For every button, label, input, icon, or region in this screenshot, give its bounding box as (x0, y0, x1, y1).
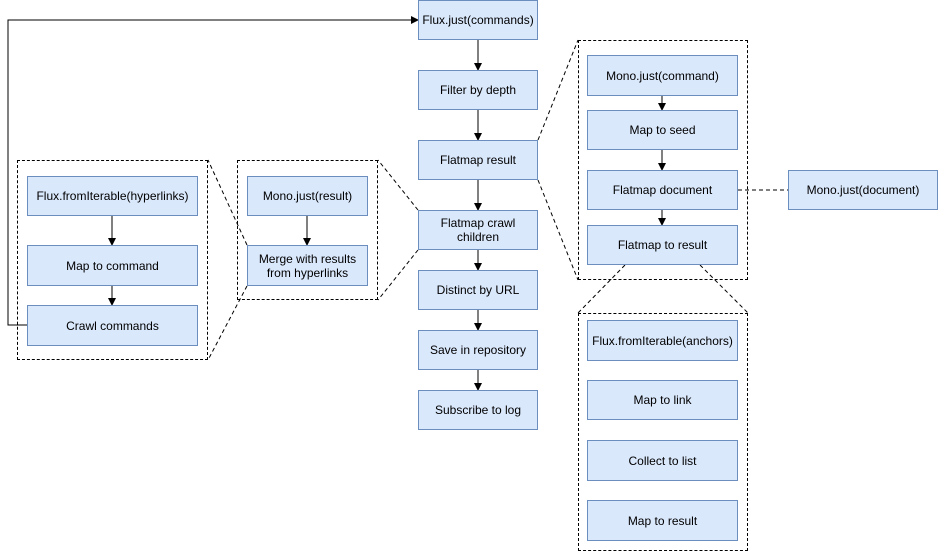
flatmap-document-node[interactable]: Flatmap document (587, 170, 738, 210)
zoom-line-flatmap-top (537, 39, 579, 141)
map-to-seed-node[interactable]: Map to seed (587, 110, 738, 150)
map-to-command-node[interactable]: Map to command (27, 245, 198, 286)
mono-just-command-node[interactable]: Mono.just(command) (587, 55, 738, 96)
zoom-line-merge-top (207, 159, 248, 246)
flatmap-crawl-children-node[interactable]: Flatmap crawl children (418, 210, 538, 250)
flux-from-iterable-hyperlinks-node[interactable]: Flux.fromIterable(hyperlinks) (27, 176, 198, 216)
flatmap-result-node[interactable]: Flatmap result (418, 140, 538, 180)
zoom-line-crawl-top (377, 159, 419, 211)
map-to-result-node[interactable]: Map to result (587, 500, 738, 541)
merge-with-results-node[interactable]: Merge with results from hyperlinks (247, 245, 368, 286)
flatmap-to-result-node[interactable]: Flatmap to result (587, 225, 738, 265)
map-to-link-node[interactable]: Map to link (587, 380, 738, 420)
flux-just-commands-node[interactable]: Flux.just(commands) (418, 0, 538, 40)
zoom-line-crawl-bottom (377, 249, 419, 301)
save-in-repository-node[interactable]: Save in repository (418, 330, 538, 370)
crawl-commands-node[interactable]: Crawl commands (27, 305, 198, 346)
collect-to-list-node[interactable]: Collect to list (587, 440, 738, 481)
subscribe-to-log-node[interactable]: Subscribe to log (418, 390, 538, 430)
group-merge-with-results (17, 160, 208, 360)
group-flatmap-crawl-children (237, 160, 378, 300)
distinct-by-url-node[interactable]: Distinct by URL (418, 270, 538, 310)
filter-by-depth-node[interactable]: Filter by depth (418, 70, 538, 110)
zoom-line-flatmap-bottom (537, 179, 579, 281)
zoom-line-result-right (699, 264, 749, 314)
group-flatmap-result (578, 40, 748, 280)
mono-just-document-node[interactable]: Mono.just(document) (788, 170, 938, 210)
flux-from-iterable-anchors-node[interactable]: Flux.fromIterable(anchors) (587, 320, 738, 361)
mono-just-result-node[interactable]: Mono.just(result) (247, 176, 368, 216)
